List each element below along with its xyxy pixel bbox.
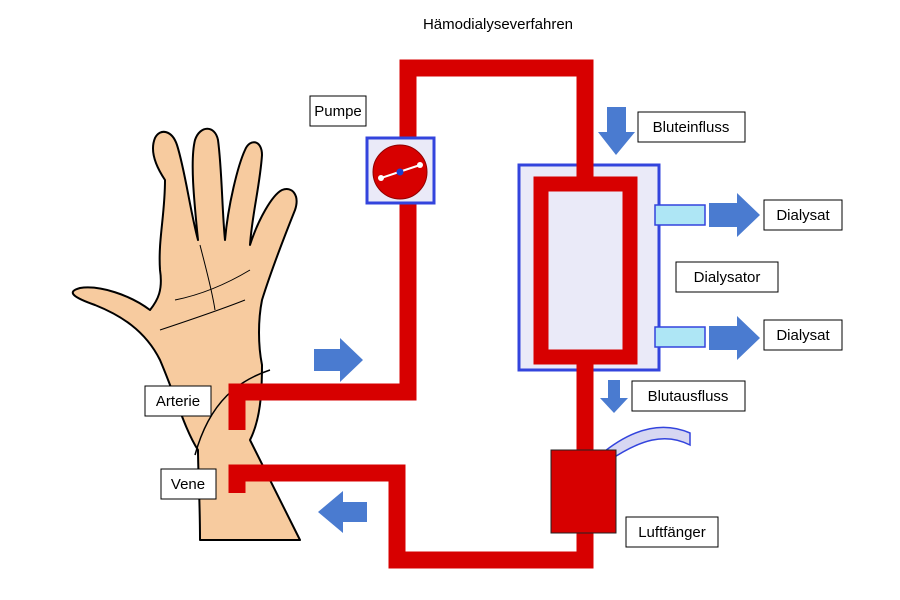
label-box [631,380,746,412]
label-arterie: Arterie [144,385,212,417]
label-text: Dialysator [694,269,761,286]
pump-axle [396,168,404,176]
label-text: Pumpe [314,103,362,120]
palm-line [174,269,251,301]
arrow-right-dialysate-top [709,193,760,237]
label-text: Luftfänger [638,524,706,541]
arrow-left-venous-flow [318,491,367,533]
label-box [763,319,843,351]
wrist-crease-line [194,369,271,456]
label-box [763,199,843,231]
label-text: Vene [171,476,205,493]
label-dialysator: Dialysator [675,261,779,293]
label-text: Blutausfluss [648,388,729,405]
dialysate-port-bottom [654,326,706,348]
pump [365,136,436,205]
arrow-down-blood-outflow [600,380,628,413]
label-box [309,95,367,127]
label-text: Dialysat [776,327,830,344]
label-dialysat-top: Dialysat [763,199,843,231]
hand-illustration [71,127,301,541]
label-vene: Vene [160,468,217,500]
label-box [625,516,719,548]
palm-line [159,299,246,331]
hand-shape [71,127,301,541]
arrow-right-dialysate-bottom [709,316,760,360]
palm-line [199,244,216,311]
label-box [675,261,779,293]
label-pumpe: Pumpe [309,95,367,127]
pump-roller [378,175,384,181]
arterial-blood-line [228,59,594,430]
arrow-right-arterial-flow [314,338,363,382]
label-bluteinfluss: Bluteinfluss [637,111,746,143]
diagram-title: Hämodialyseverfahren [423,16,573,33]
label-dialysat-bottom: Dialysat [763,319,843,351]
label-text: Dialysat [776,207,830,224]
label-box [144,385,212,417]
label-box [637,111,746,143]
label-blutausfluss: Blutausfluss [631,380,746,412]
label-text: Arterie [156,393,200,410]
pump-roller [417,162,423,168]
air-trap [550,449,617,534]
arrow-down-blood-inflow [598,107,635,155]
dialyzer-blood-channel [533,176,638,365]
label-text: Bluteinfluss [653,119,730,136]
dialysate-port-top [654,204,706,226]
air-trap-vent-tube [598,426,691,461]
label-luftfaenger: Luftfänger [625,516,719,548]
label-box [160,468,217,500]
